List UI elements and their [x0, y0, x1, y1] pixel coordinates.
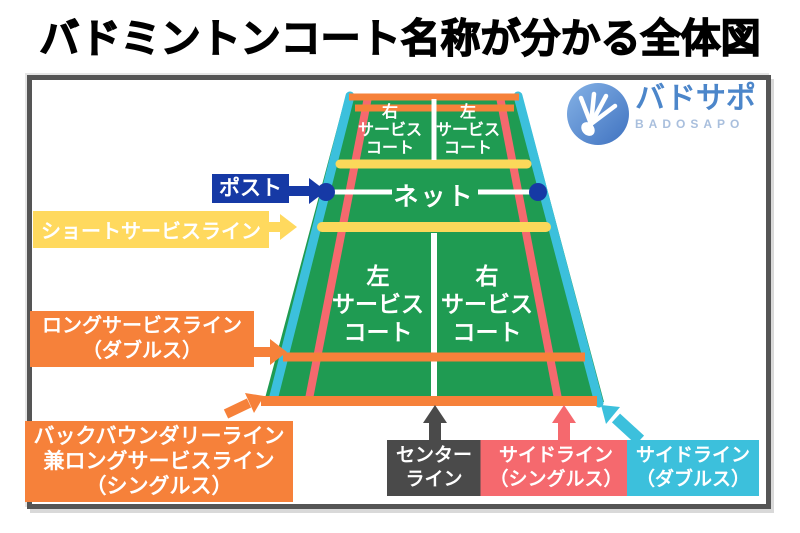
- page-title: バドミントンコート名称が分かる全体図: [39, 16, 762, 61]
- shuttlecock-icon: [567, 83, 629, 145]
- post-arrow: [288, 178, 326, 204]
- logo-subname: BADOSAPO: [635, 117, 745, 131]
- post-right-dot: [529, 183, 547, 201]
- side-doubles-arrow: [601, 405, 645, 445]
- side-singles-arrow: [552, 405, 576, 443]
- back-boundary-arrow: [223, 393, 264, 419]
- long-service-doubles-arrow: [254, 339, 287, 365]
- label-back-boundary-line: バックバウンダリーライン 兼ロングサービスライン （シングルス）: [25, 421, 293, 502]
- service-court-bottom-right: 右 サービス コート: [441, 263, 533, 345]
- service-court-top-left: 右 サービス コート: [357, 104, 423, 157]
- side-line-singles-right: [496, 96, 562, 400]
- label-center-line: センター ライン: [386, 440, 482, 496]
- label-short-service-line: ショートサービスライン: [33, 211, 269, 248]
- label-side-line-singles: サイドライン （シングルス）: [480, 440, 632, 496]
- label-post: ポスト: [212, 174, 289, 203]
- label-long-service-line-doubles: ロングサービスライン （ダブルス）: [30, 311, 254, 367]
- service-court-top-right: 左 サービス コート: [435, 104, 501, 157]
- service-court-bottom-left: 左 サービス コート: [332, 263, 424, 345]
- side-line-singles-left: [305, 96, 372, 400]
- side-line-doubles-right: [513, 91, 604, 408]
- post-left-dot: [317, 183, 335, 201]
- side-line-doubles-left: [268, 91, 355, 405]
- badosapo-logo: バドサポ BADOSAPO: [567, 83, 756, 145]
- logo-name: バドサポ: [635, 82, 756, 115]
- center-line-arrow: [423, 405, 447, 443]
- label-side-line-doubles: サイドライン （ダブルス）: [626, 440, 760, 496]
- net-label: ネット: [393, 183, 475, 211]
